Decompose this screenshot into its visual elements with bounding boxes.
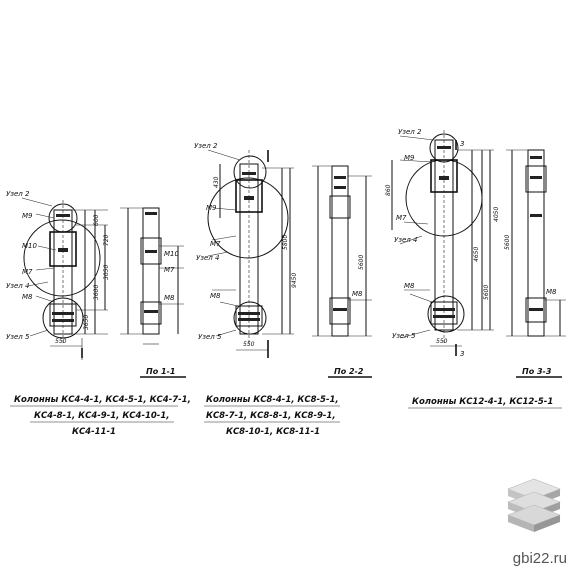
caption-ks8-line-1: Колонны КС8-4-1, КС8-5-1, (206, 395, 339, 405)
group-ks4-elevation (21, 197, 108, 360)
caption-ks4-line-1: Колонны КС4-4-1, КС4-5-1, КС4-7-1, (14, 395, 191, 405)
section-3-3-view (506, 149, 566, 337)
g3-mark-m9: М9 (404, 154, 415, 162)
caption-ks8-line-3: КС8-10-1, КС8-11-1 (226, 427, 320, 437)
caption-ks12: Колонны КС12-4-1, КС12-5-1 (408, 397, 562, 409)
dim-720: 720 (103, 234, 110, 246)
brand-watermark: gbi22.ru (512, 550, 567, 567)
g2-mark-m7: М7 (210, 240, 221, 248)
section-1-1-title: По 1-1 (146, 367, 175, 376)
group-ks12-elevation (391, 130, 494, 356)
caption-ks4: Колонны КС4-4-1, КС4-5-1, КС4-7-1, КС4-8… (10, 395, 191, 437)
group-ks4-labels: Узел 2 М9 М10 М7 Узел 4 М8 Узел 5 3650 3… (6, 190, 110, 345)
g3-dim-550: 550 (436, 338, 448, 345)
dim-4050: 4050 (493, 207, 500, 222)
dim-5800: 5800 (282, 235, 289, 250)
node-5-label: Узел 5 (6, 333, 30, 341)
section-2-2-view (312, 165, 372, 337)
dim-3600: 3600 (93, 285, 100, 300)
g3-dim-5600: 5600 (483, 285, 490, 300)
section-1-1-view (120, 207, 184, 345)
caption-ks8-line-2: КС8-7-1, КС8-8-1, КС8-9-1, (206, 411, 336, 421)
g3-node-2-label: Узел 2 (398, 128, 422, 136)
g3-node-4-label: Узел 4 (394, 236, 417, 244)
dim-4650: 4650 (473, 247, 480, 262)
dim-860: 860 (385, 184, 392, 196)
g3-node-5-label: Узел 5 (392, 332, 416, 340)
g3-mark-m7: М7 (396, 214, 407, 222)
g2-mark-m8: М8 (210, 292, 221, 300)
s3-mark-m8: М8 (546, 288, 557, 296)
section-3-3-labels: М8 5600 По 3-3 (504, 235, 557, 376)
caption-ks12-line-1: Колонны КС12-4-1, КС12-5-1 (412, 397, 553, 407)
s1-mark-m7: М7 (164, 266, 175, 274)
side3-dim-5600: 5600 (504, 235, 511, 250)
dim-3050: 3050 (103, 265, 110, 280)
mark-m9-label: М9 (22, 212, 33, 220)
mark-m7-label: М7 (22, 268, 33, 276)
section-mark-3-top: 3 (460, 140, 464, 148)
caption-ks8: Колонны КС8-4-1, КС8-5-1, КС8-7-1, КС8-8… (204, 395, 340, 437)
group-ks12-labels: Узел 2 3 М9 М7 Узел 4 М8 Узел 5 3 4650 5… (385, 128, 500, 358)
g3-mark-m8: М8 (404, 282, 415, 290)
node-4-label: Узел 4 (6, 282, 29, 290)
section-3-3-title: По 3-3 (522, 367, 552, 376)
caption-ks4-line-2: КС4-8-1, КС4-9-1, КС4-10-1, (34, 411, 169, 421)
group-ks8-elevation (207, 149, 294, 358)
side-dim-5600: 5600 (358, 255, 365, 270)
dim-3650: 3650 (83, 315, 90, 330)
s2-mark-m8: М8 (352, 290, 363, 298)
node-2-label: Узел 2 (6, 190, 30, 198)
section-2-2-labels: М8 5600 По 2-2 (334, 255, 365, 376)
mark-m8-label: М8 (22, 293, 33, 301)
section-mark-3-bottom: 3 (460, 350, 464, 358)
section-2-2-title: По 2-2 (334, 367, 364, 376)
caption-ks4-line-3: КС4-11-1 (72, 427, 116, 437)
g2-dim-550: 550 (243, 341, 255, 348)
g2-mark-m9: М9 (206, 204, 217, 212)
s1-mark-m8: М8 (164, 294, 175, 302)
g2-node-5-label: Узел 5 (198, 333, 222, 341)
mark-m10-label: М10 (22, 242, 37, 250)
s1-mark-m10: М10 (164, 250, 179, 258)
dim-550: 550 (55, 338, 67, 345)
dim-9450: 9450 (291, 273, 298, 288)
g2-node-4-label: Узел 4 (196, 254, 219, 262)
section-1-1-labels: М10 М7 М8 По 1-1 (146, 250, 179, 376)
dim-600: 600 (93, 214, 100, 226)
g2-node-2-label: Узел 2 (194, 142, 218, 150)
dim-430: 430 (213, 176, 220, 188)
group-ks8-labels: Узел 2 М9 М7 Узел 4 М8 Узел 5 9450 5800 … (194, 142, 298, 348)
stacked-slabs-logo-icon (507, 478, 561, 532)
